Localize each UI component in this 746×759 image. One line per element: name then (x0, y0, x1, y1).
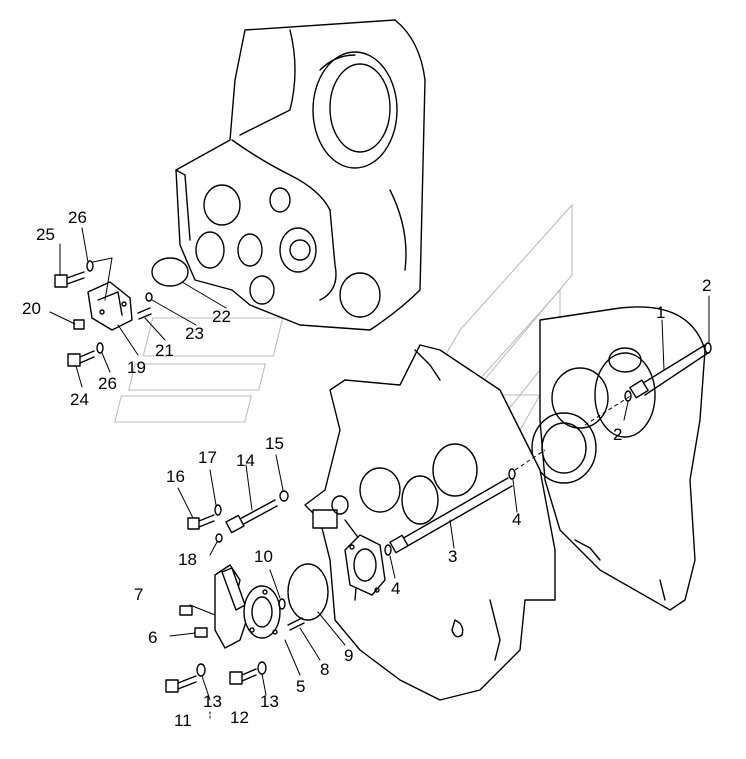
bolt-24 (67, 350, 95, 367)
upper-housing (175, 19, 426, 331)
washer-26b (96, 342, 104, 354)
callout-20: 20 (22, 299, 41, 318)
oring-18 (215, 533, 223, 543)
callout-22: 22 (212, 307, 231, 326)
washer-26a (86, 260, 94, 272)
callout-5: 5 (296, 677, 305, 696)
dash-line-1 (584, 394, 633, 426)
callout-21: 21 (155, 341, 174, 360)
callout-14: 14 (236, 451, 255, 470)
oring-15 (279, 490, 289, 502)
callout-6: 6 (148, 628, 157, 647)
bolt-11 (165, 675, 197, 693)
oring-2b (624, 390, 632, 402)
callout-26: 26 (68, 208, 87, 227)
gasket-22 (151, 257, 189, 287)
plug-7 (179, 605, 193, 616)
port-flange (344, 534, 386, 596)
callout-17: 17 (198, 448, 217, 467)
callout-19: 19 (127, 358, 146, 377)
callout-13: 13 (260, 692, 279, 711)
callout-26: 26 (98, 374, 117, 393)
callout-4: 4 (512, 510, 521, 529)
pin-8 (287, 617, 305, 631)
oring-4b (384, 544, 392, 556)
callout-7: 7 (134, 585, 143, 604)
valve-assembly (214, 564, 281, 649)
callout-10: 10 (254, 547, 273, 566)
oring-2a (704, 342, 712, 354)
washer-13b (257, 661, 267, 675)
oring-4a (508, 468, 516, 480)
oring-10 (278, 598, 286, 610)
callout-3: 3 (448, 547, 457, 566)
oring-23 (145, 292, 153, 302)
callout-9: 9 (344, 646, 353, 665)
callout-24: 24 (70, 390, 89, 409)
bolt-16 (187, 514, 215, 530)
washer-13a (196, 663, 206, 677)
plug-6 (194, 627, 208, 638)
callout-23: 23 (185, 324, 204, 343)
long-bolt-3 (389, 477, 513, 554)
callout-12: 12 (230, 708, 249, 727)
callout-15: 15 (265, 434, 284, 453)
callout-4: 4 (391, 579, 400, 598)
plug-20 (73, 319, 85, 330)
washer-17 (214, 504, 222, 516)
dash-line-3 (514, 449, 546, 471)
callout-1: 1 (656, 303, 665, 322)
bracket-19 (87, 281, 133, 331)
callout-labels: 1 2 2 3 4 4 5 6 7 8 9 10 11 12 13 13 14 … (22, 208, 711, 730)
bolt-14 (225, 499, 278, 534)
callout-16: 16 (166, 467, 185, 486)
leader-lines (49, 227, 710, 719)
callout-11: 11 (174, 711, 192, 730)
callout-25: 25 (36, 225, 55, 244)
callout-8: 8 (320, 660, 329, 679)
rear-housing (531, 306, 706, 611)
gasket-9 (287, 563, 329, 621)
callout-18: 18 (178, 550, 197, 569)
pin-21 (137, 307, 152, 320)
bolt-25 (54, 271, 85, 288)
callout-2: 2 (702, 276, 711, 295)
long-bolt-1 (629, 344, 709, 399)
callout-13: 13 (203, 692, 222, 711)
callout-2: 2 (613, 425, 622, 444)
bolt-12 (229, 668, 257, 685)
